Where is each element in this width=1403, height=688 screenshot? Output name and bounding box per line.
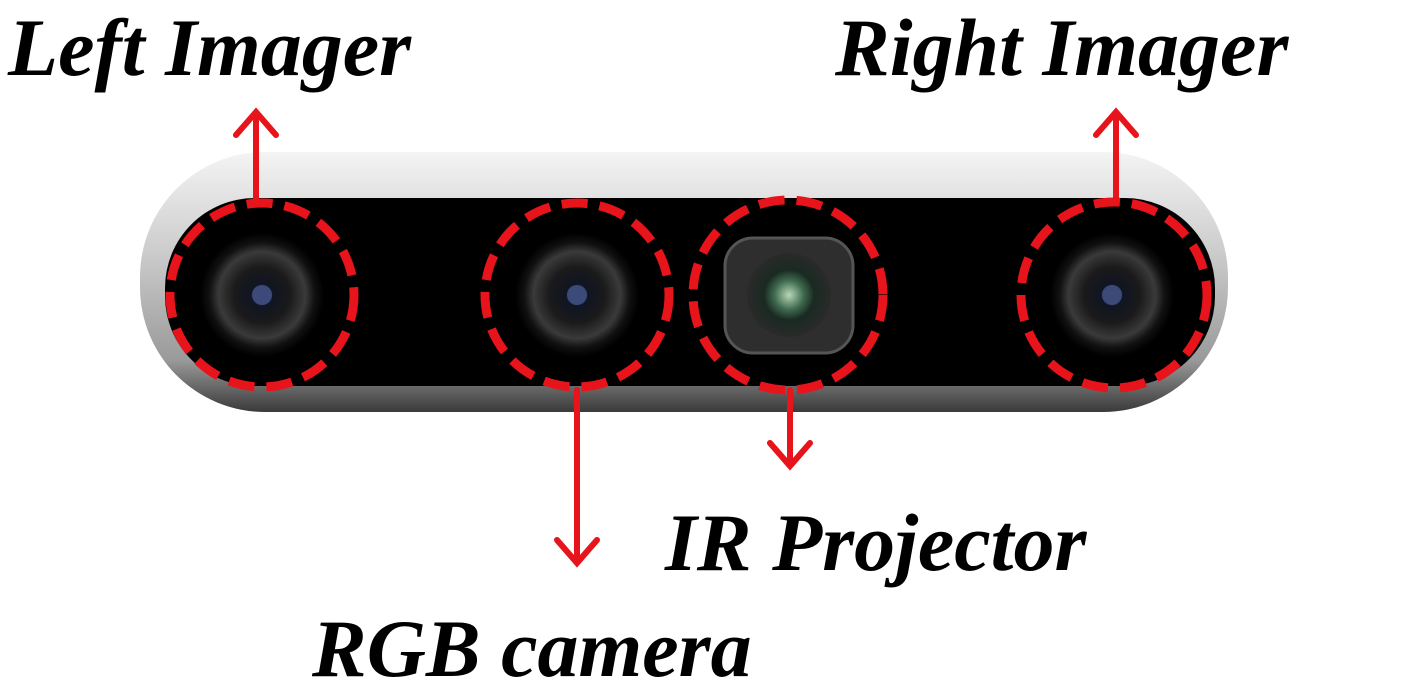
- left-imager-highlight: [165, 198, 359, 392]
- ir-projector-lens: [723, 236, 855, 355]
- right-imager-lens: [1050, 233, 1174, 357]
- right-imager-label: Right Imager: [834, 2, 1289, 93]
- arrows: [233, 107, 1139, 568]
- ir-projector-arrow: [767, 387, 813, 471]
- rgb-camera-lens: [515, 233, 639, 357]
- rgb-camera-label: RGB camera: [311, 603, 752, 688]
- rgb-camera-highlight: [480, 198, 674, 392]
- left-imager-lens: [200, 233, 324, 357]
- camera-front-panel: [165, 198, 1215, 386]
- left-imager-arrow: [233, 107, 279, 203]
- camera-body: [140, 152, 1228, 412]
- ir-projector-highlight: [688, 195, 888, 395]
- left-imager-label: Left Imager: [7, 2, 412, 93]
- right-imager-arrow: [1093, 107, 1139, 203]
- ir-projector-label: IR Projector: [664, 497, 1087, 588]
- rgb-camera-arrow: [554, 387, 600, 568]
